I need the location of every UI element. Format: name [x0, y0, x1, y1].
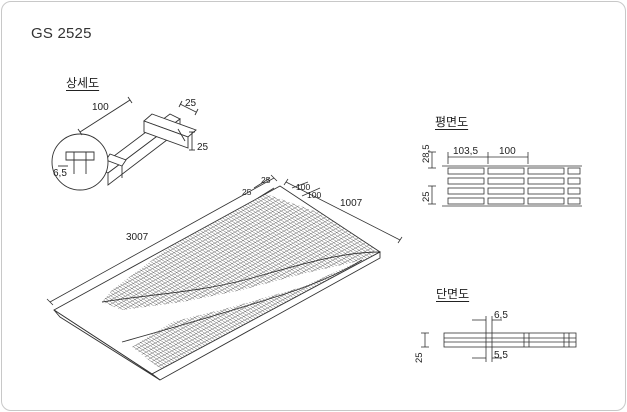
- plan-cell: [487, 177, 525, 185]
- plan-pitch-1-dimension: 103,5: [453, 146, 478, 157]
- panel-break-curve-upper: [101, 251, 381, 303]
- panel-break-curve-lower: [121, 259, 363, 343]
- plan-cell: [447, 167, 485, 175]
- grid-line: [116, 228, 345, 310]
- grid-line: [106, 280, 206, 310]
- plan-cell: [447, 197, 485, 205]
- grid-line: [102, 202, 306, 310]
- grid-line: [132, 296, 178, 361]
- section-view: [421, 316, 577, 362]
- plan-height-dimension: 28,5: [421, 145, 432, 164]
- detail-bar-side-dimension: 25: [197, 142, 209, 153]
- grid-line: [109, 279, 208, 310]
- plan-cell: [527, 167, 565, 175]
- grid-line: [102, 206, 313, 310]
- plan-cell: [487, 187, 525, 195]
- grid-line: [132, 300, 170, 365]
- plan-view-label: 평면도: [435, 115, 469, 129]
- grid-line: [102, 216, 327, 310]
- section-view-label: 단면도: [436, 287, 470, 301]
- plan-cell: [527, 187, 565, 195]
- grid-line: [102, 195, 295, 310]
- plan-pitch-2-dimension: 100: [499, 146, 516, 157]
- detail-view: [51, 96, 199, 191]
- plan-cell: [447, 177, 485, 185]
- section-top-gap-dimension: 6,5: [494, 310, 508, 321]
- grid-line: [132, 298, 173, 364]
- grid-line: [102, 283, 201, 310]
- grid-line: [132, 297, 175, 363]
- grid-line: [102, 188, 284, 310]
- section-height-dimension: 25: [414, 352, 425, 363]
- grid-line: [132, 294, 181, 360]
- grid-line: [102, 289, 191, 310]
- grid-line: [102, 211, 320, 310]
- detail-view-label: 상세도: [66, 76, 100, 90]
- grid-line: [132, 301, 168, 367]
- grid-line: [106, 221, 334, 310]
- detail-width-dimension: 100: [92, 102, 109, 113]
- detail-bar-top-dimension: 25: [185, 98, 197, 109]
- grid-line: [113, 225, 341, 310]
- detail-magnifier-circle: [51, 133, 109, 191]
- grating-panel: [53, 185, 381, 381]
- detail-thickness-dimension: 6,5: [53, 168, 67, 179]
- plan-view: [428, 151, 582, 207]
- panel-width-dimension: 1007: [340, 198, 363, 209]
- grid-line: [102, 218, 331, 310]
- plan-cell: [487, 197, 525, 205]
- grid-line: [102, 209, 316, 310]
- grid-line: [102, 286, 196, 310]
- grid-line: [102, 190, 288, 310]
- grid-line: [132, 302, 165, 368]
- panel-pitch-a: 25: [261, 175, 271, 185]
- section-bottom-gap-dimension: 5,5: [494, 350, 508, 361]
- grid-line: [102, 287, 193, 310]
- plan-cell: [527, 197, 565, 205]
- plan-cell: [527, 177, 565, 185]
- panel-mesh-a: 100: [296, 182, 310, 192]
- grid-line: [111, 278, 211, 310]
- grid-line: [102, 204, 309, 310]
- section-profile: [443, 332, 577, 348]
- plan-cell: [487, 167, 525, 175]
- grid-line: [102, 284, 198, 310]
- product-title: GS 2525: [31, 25, 92, 42]
- panel-mesh-b: 100: [307, 190, 321, 200]
- plan-cell: [567, 177, 581, 185]
- plan-cell: [567, 187, 581, 195]
- grid-line: [102, 199, 302, 310]
- plan-cell: [567, 197, 581, 205]
- plan-cell: [447, 187, 485, 195]
- plan-cell: [567, 167, 581, 175]
- panel-length-dimension: 3007: [126, 232, 149, 243]
- panel-pitch-b: 25: [242, 187, 252, 197]
- grid-line: [102, 214, 323, 310]
- grid-line: [104, 282, 203, 310]
- plan-bar-dimension: 25: [421, 191, 432, 202]
